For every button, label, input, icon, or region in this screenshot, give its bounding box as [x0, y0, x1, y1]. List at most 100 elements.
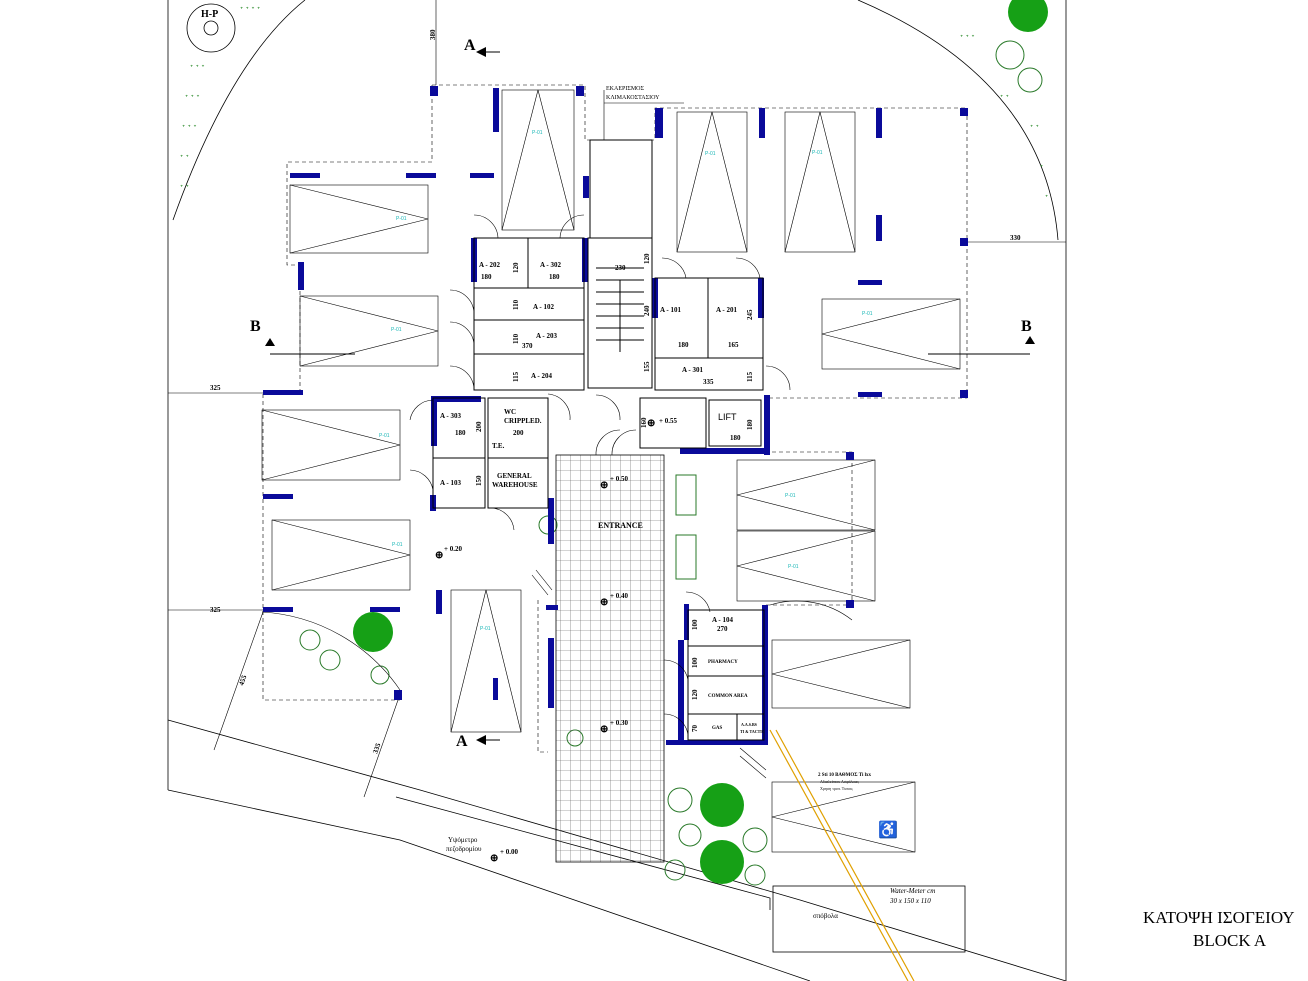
svg-text:ᐩ ᐩ: ᐩ ᐩ [1000, 93, 1009, 102]
svg-text:A.A.S.BS: A.A.S.BS [741, 722, 758, 727]
svg-text:110: 110 [512, 333, 520, 344]
svg-text:P-01: P-01 [862, 311, 873, 317]
dim-380: 380 [429, 29, 437, 40]
svg-text:200: 200 [513, 429, 524, 437]
svg-text:P-01: P-01 [396, 216, 407, 222]
svg-text:P-01: P-01 [480, 626, 491, 632]
room-a101: A - 101 [660, 306, 682, 314]
svg-text:P-01: P-01 [391, 327, 402, 333]
svg-text:P-01: P-01 [788, 564, 799, 570]
svg-text:180: 180 [549, 273, 560, 281]
svg-text:P-01: P-01 [379, 433, 390, 439]
svg-text:180: 180 [746, 419, 754, 430]
svg-text:πεζοδρομίου: πεζοδρομίου [446, 845, 482, 853]
svg-text:70: 70 [691, 725, 699, 733]
svg-text:B: B [250, 318, 261, 335]
room-a103: A - 103 [440, 479, 462, 487]
core-walls [432, 139, 765, 741]
section-marker-a-top: A [464, 37, 500, 57]
svg-text:165: 165 [728, 341, 739, 349]
svg-text:120: 120 [643, 253, 651, 264]
drawing-title: ΚΑΤΟΨΗ ΙΣΟΓΕΙΟΥ BLOCK A [1143, 908, 1295, 950]
warehouse-label: GENERAL [497, 472, 532, 480]
svg-text:115: 115 [512, 371, 520, 382]
svg-text:BLOCK A: BLOCK A [1193, 931, 1267, 950]
svg-text:ᐩ: ᐩ [1040, 163, 1043, 172]
horizontal-dims: 230 330 325 325 [210, 234, 1021, 614]
room-a203: A - 203 [536, 332, 558, 340]
lift-label: LIFT [718, 412, 737, 422]
svg-text:ΚΑΤΟΨΗ ΙΣΟΓΕΙΟΥ: ΚΑΤΟΨΗ ΙΣΟΓΕΙΟΥ [1143, 908, 1295, 927]
svg-text:ᐩ ᐩ: ᐩ ᐩ [1030, 123, 1039, 132]
svg-text:ᐩ ᐩ: ᐩ ᐩ [180, 183, 189, 192]
svg-text:+ 0.30: + 0.30 [610, 719, 628, 727]
shrub [299, 40, 1043, 886]
svg-text:WAREHOUSE: WAREHOUSE [492, 481, 538, 489]
section-marker-b-right: B [928, 318, 1035, 355]
water-meter-label: Water-Meter cm [890, 887, 935, 895]
lawn-area: ᐩ ᐩ ᐩᐩ ᐩ ᐩ ᐩ ᐩ ᐩᐩ ᐩ ᐩ ᐩᐩ ᐩ ᐩ ᐩ ᐩ ᐩᐩ ᐩ ᐩᐩ… [180, 5, 1048, 202]
svg-text:120: 120 [512, 262, 520, 273]
dim-325-top: 325 [210, 384, 221, 392]
svg-text:P-01: P-01 [392, 542, 403, 548]
svg-text:155: 155 [643, 361, 651, 372]
svg-text:ᐩ ᐩ ᐩ: ᐩ ᐩ ᐩ [190, 63, 204, 72]
svg-text:+ 0.50: + 0.50 [610, 475, 628, 483]
room-a202: A - 202 [479, 261, 501, 269]
wc-label: WC [504, 408, 516, 416]
svg-text:180: 180 [455, 429, 466, 437]
svg-text:230: 230 [615, 264, 626, 272]
parking-tag: P-01 P-01 P-01 P-01 P-01 P-01 P-01 P-01 … [379, 130, 873, 632]
svg-text:P-01: P-01 [785, 493, 796, 499]
room-a301: A - 301 [682, 366, 704, 374]
svg-text:245: 245 [746, 309, 754, 320]
section-marker-a-bottom: A [456, 733, 500, 750]
hp-symbol: H-P [186, 3, 236, 53]
svg-text:⊕: ⊕ [600, 480, 608, 491]
svg-text:A: A [464, 37, 476, 54]
stofa-label: σπόβολα [813, 912, 838, 920]
svg-text:P-01: P-01 [532, 130, 543, 136]
svg-text:200: 200 [475, 421, 483, 432]
svg-text:ᐩ ᐩ ᐩ: ᐩ ᐩ ᐩ [182, 123, 196, 132]
room-a201: A - 201 [716, 306, 738, 314]
svg-text:+ 0.20: + 0.20 [444, 545, 462, 553]
svg-text:⊕: ⊕ [647, 418, 655, 429]
te-label: T.E. [492, 442, 505, 450]
site-notes: 2 Sti 10 ΒΑΘΜΟΣ Ti lxx Αδιαλείπτου Ασφάλ… [446, 773, 935, 920]
svg-text:160: 160 [640, 417, 648, 428]
entrance-label: ENTRANCE [598, 521, 643, 530]
room-a303: A - 303 [440, 412, 462, 420]
svg-text:110: 110 [512, 299, 520, 310]
svg-text:335: 335 [703, 378, 714, 386]
tree [353, 0, 1048, 884]
section-marker-b-left: B [250, 318, 355, 355]
svg-text:270: 270 [717, 625, 728, 633]
svg-text:B: B [1021, 318, 1032, 335]
svg-text:Αδιαλείπτου Ασφάλειας: Αδιαλείπτου Ασφάλειας [820, 779, 859, 784]
svg-text:⊕: ⊕ [490, 853, 498, 864]
svg-text:240: 240 [643, 305, 651, 316]
svg-text:P-01: P-01 [812, 150, 823, 156]
svg-text:+ 0.55: + 0.55 [659, 417, 677, 425]
room-labels: A - 202 180 A - 302 180 A - 102 A - 203 … [440, 261, 739, 633]
sidewalk-level-label: Υψόμετρο [448, 836, 478, 844]
svg-text:ᐩ ᐩ ᐩ: ᐩ ᐩ ᐩ [185, 93, 199, 102]
level-marks: + 0.55 + 0.50 + 0.40 + 0.30 + 0.20 + 0.0… [435, 417, 677, 864]
svg-text:ᐩ ᐩ ᐩ ᐩ: ᐩ ᐩ ᐩ ᐩ [240, 5, 260, 14]
svg-text:180: 180 [730, 434, 741, 442]
svg-text:120: 120 [691, 689, 699, 700]
pharmacy-label: PHARMACY [708, 660, 738, 665]
svg-text:2 Sti 10 ΒΑΘΜΟΣ Ti lxx: 2 Sti 10 ΒΑΘΜΟΣ Ti lxx [818, 773, 872, 778]
svg-text:30 x 150 x 110: 30 x 150 x 110 [889, 897, 931, 905]
dim-335: 335 [371, 742, 382, 755]
stair-vent-note: ΕΚΑΕΡΙΣΜΟΣ ΚΛΙΜΑΚΟΣΤΑΣΙΟΥ [606, 86, 660, 101]
dim-325-bottom: 325 [210, 606, 221, 614]
dimension-lines [168, 0, 1066, 798]
room-a204: A - 204 [531, 372, 553, 380]
dim-455: 455 [237, 674, 248, 687]
svg-text:ΕΚΑΕΡΙΣΜΟΣ: ΕΚΑΕΡΙΣΜΟΣ [606, 86, 644, 92]
svg-text:TI & TACTIC: TI & TACTIC [740, 729, 765, 734]
svg-text:150: 150 [475, 475, 483, 486]
